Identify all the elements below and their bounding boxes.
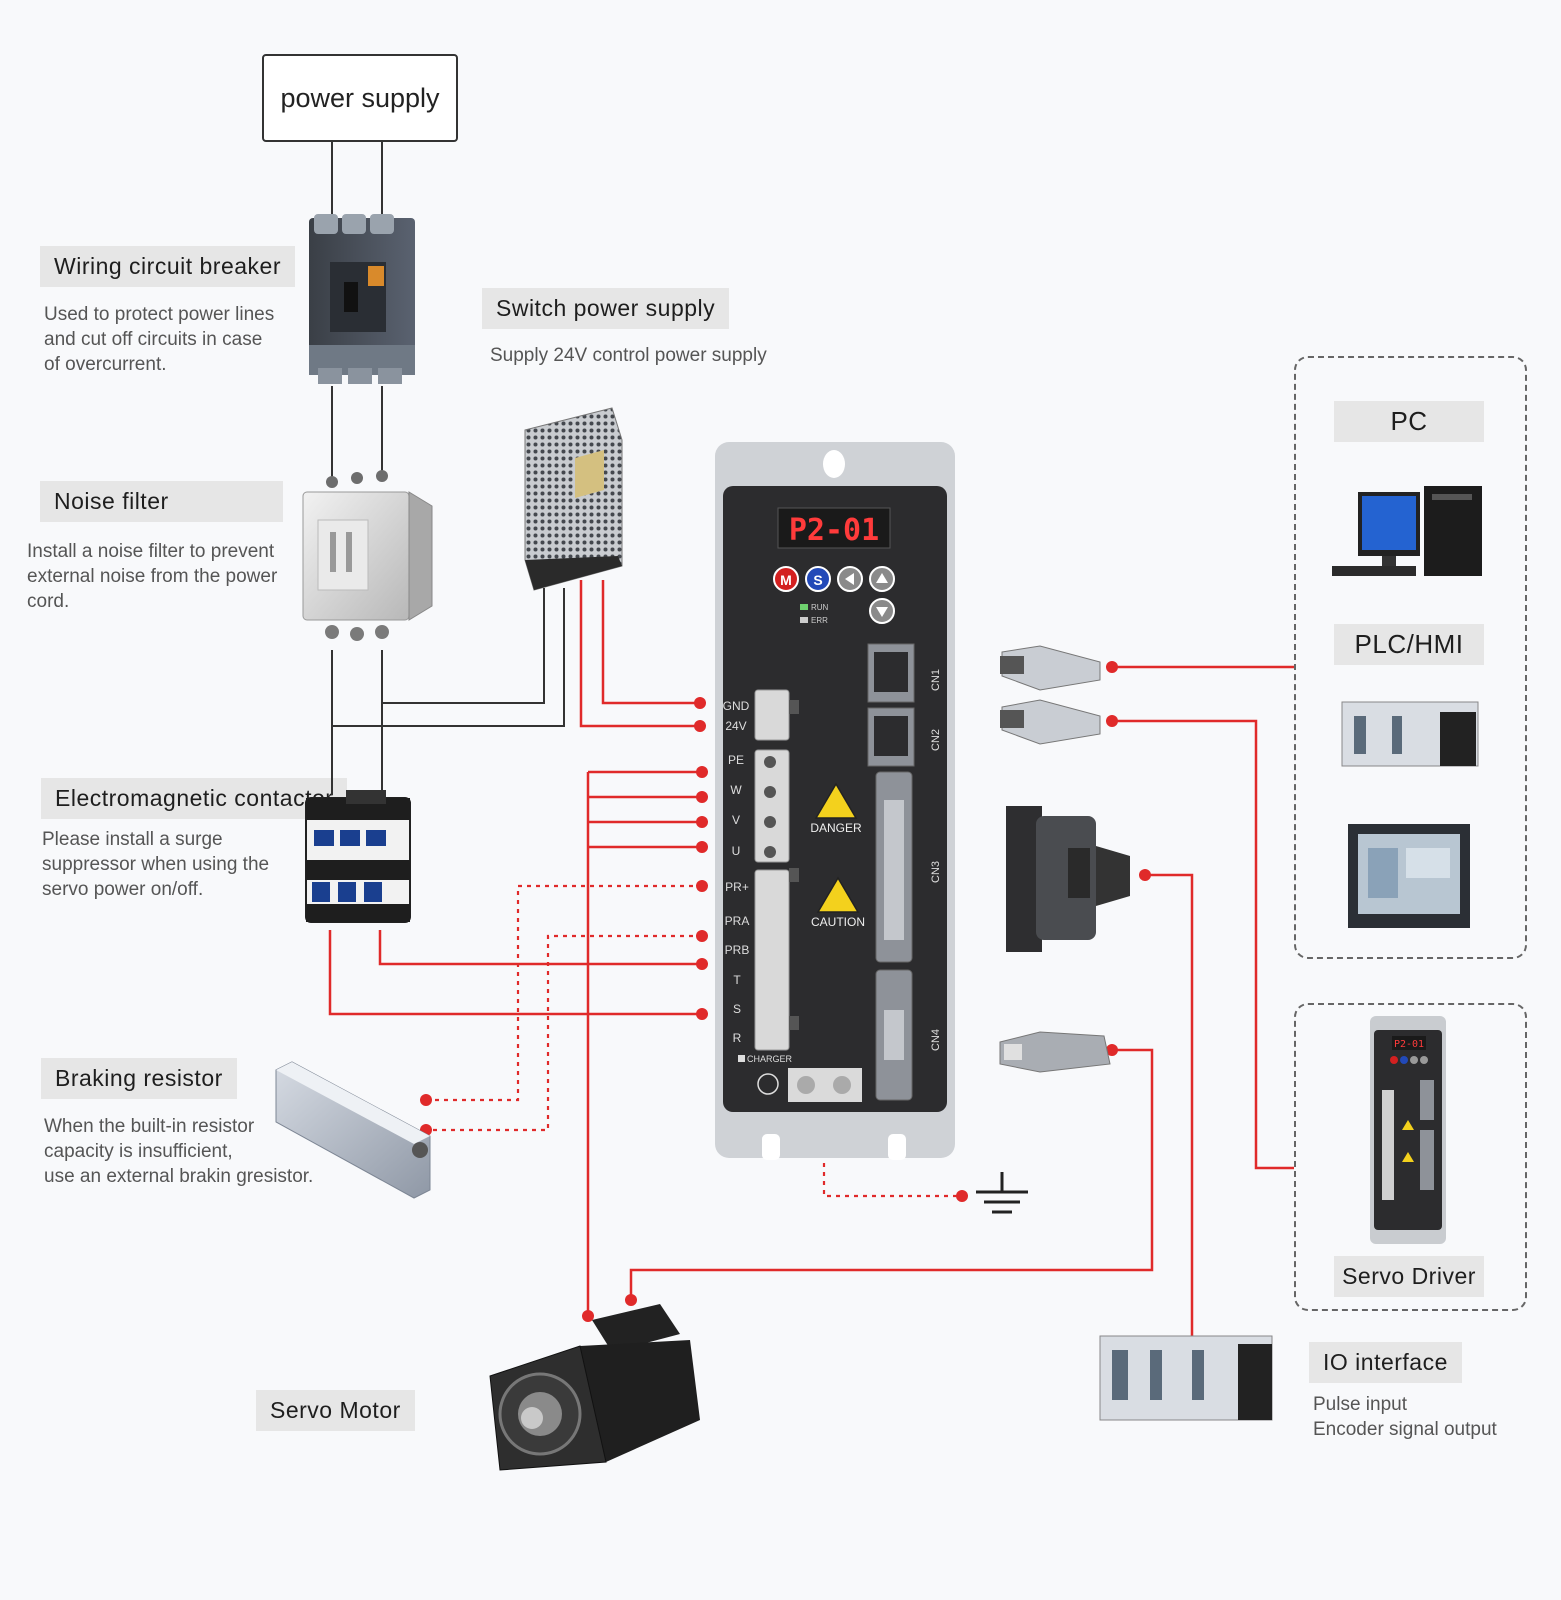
hmi-icon xyxy=(1348,824,1470,928)
arrow-up-icon xyxy=(876,573,888,583)
rj45-connector-icon-2 xyxy=(1000,699,1101,745)
servo-driver-title: Servo Driver xyxy=(1334,1256,1484,1297)
servo-motor-title: Servo Motor xyxy=(256,1390,415,1431)
terminal-w: W xyxy=(730,783,742,797)
servo-motor-icon xyxy=(489,1304,700,1471)
port-cn4: CN4 xyxy=(930,1029,942,1051)
braking-resistor-title: Braking resistor xyxy=(41,1058,237,1099)
mini-servo-driver-icon: P2-01 xyxy=(1370,1016,1446,1244)
terminal-u: U xyxy=(732,844,741,858)
terminal-v: V xyxy=(732,813,740,827)
breaker-title: Wiring circuit breaker xyxy=(40,246,295,287)
scsi-connector-icon xyxy=(1006,806,1130,952)
terminal-s: S xyxy=(733,1002,741,1016)
plc-title: PLC/HMI xyxy=(1334,624,1484,665)
encoder-connector-icon xyxy=(999,1031,1111,1073)
power-supply-label: power supply xyxy=(280,82,440,113)
breaker-desc: Used to protect power lines and cut off … xyxy=(44,304,275,375)
contactor-desc: Please install a surge suppressor when u… xyxy=(42,829,270,900)
set-button-label: S xyxy=(813,572,822,588)
contactor-title: Electromagnetic contactor xyxy=(41,778,348,819)
noise-filter-desc: Install a noise filter to prevent extern… xyxy=(27,541,278,612)
switch-power-desc: Supply 24V control power supply xyxy=(490,345,767,366)
servo-drive-unit: P2-01 M S RUN ERR GND 24V PE W V U PR+ P… xyxy=(715,442,955,1160)
noise-filter-icon xyxy=(302,470,433,641)
contactor-icon xyxy=(305,790,411,923)
mini-driver-display: P2-01 xyxy=(1394,1039,1424,1050)
mode-button-label: M xyxy=(780,572,792,588)
braking-resistor-desc: When the built-in resistor capacity is i… xyxy=(44,1116,314,1187)
terminal-gnd: GND xyxy=(723,699,750,713)
pc-title: PC xyxy=(1334,401,1484,442)
terminal-24v: 24V xyxy=(725,719,746,733)
io-interface-desc: Pulse input Encoder signal output xyxy=(1313,1394,1497,1440)
wire-dots xyxy=(420,661,1151,1322)
terminal-t: T xyxy=(733,973,741,987)
port-cn3: CN3 xyxy=(930,861,942,883)
port-cn1: CN1 xyxy=(930,669,942,691)
plc-icon xyxy=(1341,701,1479,767)
braking-resistor-icon xyxy=(275,1061,431,1199)
rj45-connector-icon-1 xyxy=(1000,645,1101,691)
signal-wires xyxy=(328,580,1294,1336)
arrow-down-icon xyxy=(876,607,888,617)
port-cn2: CN2 xyxy=(930,729,942,751)
brake-wires xyxy=(426,884,962,1198)
pc-icon xyxy=(1332,486,1482,576)
run-led-label: RUN xyxy=(811,603,829,612)
caution-label: CAUTION xyxy=(811,915,865,929)
io-plc-icon xyxy=(1099,1335,1273,1421)
set-button[interactable] xyxy=(805,566,831,592)
servo-driver-group-box xyxy=(1294,1003,1527,1311)
terminal-r: R xyxy=(733,1031,742,1045)
caution-icon xyxy=(816,876,860,913)
switch-power-title: Switch power supply xyxy=(482,288,730,329)
terminal-pra: PRA xyxy=(725,914,750,928)
danger-label: DANGER xyxy=(810,821,862,835)
terminal-pr-plus: PR+ xyxy=(725,880,749,894)
terminal-prb: PRB xyxy=(725,943,750,957)
charger-label: CHARGER xyxy=(747,1054,793,1064)
ground-icon xyxy=(976,1172,1028,1214)
circuit-breaker-icon xyxy=(309,214,415,384)
err-led-label: ERR xyxy=(811,616,828,625)
io-interface-title: IO interface xyxy=(1309,1342,1462,1383)
switch-power-supply-icon xyxy=(524,407,623,591)
power-wires xyxy=(331,142,565,795)
mode-button[interactable] xyxy=(773,566,799,592)
host-group-box xyxy=(1294,356,1527,959)
arrow-left-icon xyxy=(845,573,854,585)
noise-filter-title: Noise filter xyxy=(40,481,283,522)
terminal-pe: PE xyxy=(728,753,744,767)
danger-icon xyxy=(814,782,858,819)
drive-display: P2-01 xyxy=(789,513,879,548)
power-supply-box: power supply xyxy=(262,54,458,142)
